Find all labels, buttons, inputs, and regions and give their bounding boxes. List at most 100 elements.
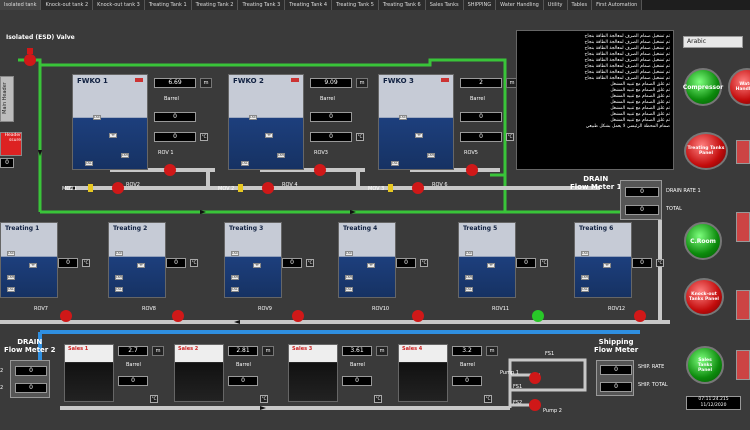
log-line: تم تشغيل صمام الصرف لمعالجة الطاقة بنجاح bbox=[584, 70, 670, 75]
treating-5-title: Treating 5 bbox=[463, 225, 498, 232]
tab-2[interactable]: Knock-out tank 3 bbox=[93, 0, 145, 10]
sales-panel-button[interactable]: Sales Tanks Panel bbox=[686, 346, 724, 384]
sales-3-level-unit: m bbox=[376, 346, 388, 356]
fwko-1-value-2: 0 bbox=[154, 132, 196, 142]
pump2 bbox=[529, 399, 541, 411]
treating-6-temp-unit[interactable]: °C bbox=[656, 259, 664, 267]
clock: 07:11:24.215 11/12/2020 bbox=[686, 396, 741, 410]
thumb-1[interactable] bbox=[736, 140, 750, 164]
sales-1-level: 2.7 bbox=[118, 346, 148, 356]
treating-3-title: Treating 3 bbox=[229, 225, 264, 232]
thumb-4[interactable] bbox=[736, 350, 750, 380]
fwko-1-alarm-icon bbox=[135, 78, 143, 82]
fwko-1-temp-unit[interactable]: °C bbox=[200, 133, 208, 141]
mov2-valve bbox=[238, 184, 243, 192]
fwko-3-temp-unit[interactable]: °C bbox=[506, 133, 514, 141]
compressor-button[interactable]: Compressor bbox=[683, 68, 723, 106]
treating-4-value: 0 bbox=[396, 258, 416, 268]
tab-10[interactable]: SHIPPING bbox=[463, 0, 497, 10]
sales-tank-3: Sales 3 bbox=[288, 344, 338, 402]
fwko-1-lsl: LSL bbox=[85, 161, 93, 166]
tab-0[interactable]: Isolated tank bbox=[0, 0, 42, 10]
treating-5-lsh: LSH bbox=[465, 275, 473, 280]
tab-9[interactable]: Sales Tanks bbox=[425, 0, 464, 10]
pump1-label: Pump 1 bbox=[500, 370, 519, 376]
fwko-1-lsc: LSC bbox=[93, 115, 101, 120]
fwko-2-temp-unit[interactable]: °C bbox=[356, 133, 364, 141]
treating-4-lsl: LSL bbox=[345, 287, 353, 292]
treating-6-value: 0 bbox=[632, 258, 652, 268]
log-line: تم تشغيل صمام الصرف لمعالجة الطاقة بنجاح bbox=[584, 46, 670, 51]
drain2-value-2: 0 bbox=[15, 383, 47, 393]
treating-5-temp-unit[interactable]: °C bbox=[540, 259, 548, 267]
log-line: تم تشغيل صمام الصرف لمعالجة الطاقة بنجاح bbox=[584, 40, 670, 45]
sales-2-temp-unit[interactable]: °C bbox=[260, 395, 268, 403]
sales-1-title: Sales 1 bbox=[68, 346, 89, 352]
shipping-box: 0 0 bbox=[596, 360, 634, 396]
fwko-1-tt: TT bbox=[109, 133, 117, 138]
treating-4-temp-unit[interactable]: °C bbox=[420, 259, 428, 267]
esd-label: Isolated (ESD) Valve bbox=[6, 34, 75, 41]
tab-14[interactable]: First Automation bbox=[592, 0, 643, 10]
main-header-button[interactable]: Main Header bbox=[0, 76, 14, 122]
tab-7[interactable]: Treating Tank 5 bbox=[332, 0, 379, 10]
treating-1-lsl: LSL bbox=[7, 287, 15, 292]
tab-1[interactable]: Knock-out tank 2 bbox=[41, 0, 94, 10]
thumb-2[interactable] bbox=[736, 212, 750, 242]
treating-4-rov-label: ROV10 bbox=[372, 306, 390, 312]
treating-2-tt: TT bbox=[137, 263, 145, 268]
sales-1-barrel-label: Barrel bbox=[126, 362, 141, 368]
treating-3-value: 0 bbox=[282, 258, 302, 268]
ship-rate-label: SHIP. RATE bbox=[638, 364, 665, 370]
treating-1-temp-unit[interactable]: °C bbox=[82, 259, 90, 267]
fwko-2-barrel-label: Barrel bbox=[320, 96, 335, 102]
thumb-3[interactable] bbox=[736, 290, 750, 320]
drain1-total: 0 bbox=[625, 205, 659, 215]
treating-panel-button[interactable]: Treating Tanks Panel bbox=[684, 132, 728, 170]
tab-8[interactable]: Treating Tank 6 bbox=[378, 0, 426, 10]
sales-2-level: 2.81 bbox=[228, 346, 258, 356]
knockout-panel-button[interactable]: Knock-out Tanks Panel bbox=[684, 278, 724, 316]
drain1-total-label: TOTAL bbox=[666, 206, 682, 212]
tab-6[interactable]: Treating Tank 4 bbox=[285, 0, 333, 10]
tab-4[interactable]: Treating Tank 2 bbox=[191, 0, 239, 10]
ship-total: 0 bbox=[600, 382, 632, 392]
tab-13[interactable]: Tables bbox=[567, 0, 593, 10]
log-line: تم تشغيل صمام الصرف لمعالجة الطاقة بنجاح bbox=[584, 64, 670, 69]
tab-11[interactable]: Water Handling bbox=[496, 0, 544, 10]
sales-1-value: 0 bbox=[118, 376, 148, 386]
sales-3-temp-unit[interactable]: °C bbox=[374, 395, 382, 403]
sales-3-level: 3.61 bbox=[342, 346, 372, 356]
sales-1-temp-unit[interactable]: °C bbox=[150, 395, 158, 403]
rov11-valve bbox=[532, 310, 544, 322]
tab-12[interactable]: Utility bbox=[543, 0, 568, 10]
control-room-button[interactable]: C.Room bbox=[684, 222, 722, 260]
fwko-2-tt: TT bbox=[265, 133, 273, 138]
treating-5-lsc: LSC bbox=[465, 251, 473, 256]
fs1b-label: FS1 bbox=[513, 384, 523, 390]
log-line: تم غلق الصمام مع تنبيه المشغل bbox=[610, 106, 670, 111]
language-select[interactable]: Arabic bbox=[683, 36, 743, 48]
log-line: تم تشغيل صمام الصرف لمعالجة الطاقة بنجاح bbox=[584, 76, 670, 81]
fwko-2-rov2-label: ROV 4 bbox=[282, 182, 298, 188]
tab-5[interactable]: Treating Tank 3 bbox=[238, 0, 286, 10]
right-green-pipe bbox=[428, 58, 507, 177]
fwko-1-lsh: LSH bbox=[121, 153, 129, 158]
treating-2-lsc: LSC bbox=[115, 251, 123, 256]
sales-4-temp-unit[interactable]: °C bbox=[484, 395, 492, 403]
sales-4-level-unit: m bbox=[486, 346, 498, 356]
sales-4-level: 3.2 bbox=[452, 346, 482, 356]
rov12-valve bbox=[634, 310, 646, 322]
fwko-2-value-1: 0 bbox=[310, 112, 352, 122]
log-line: تم تشغيل صمام الصرف لمعالجة الطاقة بنجاح bbox=[584, 58, 670, 63]
fwko-3-rov2-label: ROV 6 bbox=[432, 182, 448, 188]
drain2-value-1: 0 bbox=[15, 366, 47, 376]
treating-1-title: Treating 1 bbox=[5, 225, 40, 232]
fwko-3-alarm-icon bbox=[441, 78, 449, 82]
treating-3-temp-unit[interactable]: °C bbox=[306, 259, 314, 267]
treating-5-rov-label: ROV11 bbox=[492, 306, 510, 312]
tab-3[interactable]: Treating Tank 1 bbox=[144, 0, 192, 10]
treating-2-temp-unit[interactable]: °C bbox=[190, 259, 198, 267]
